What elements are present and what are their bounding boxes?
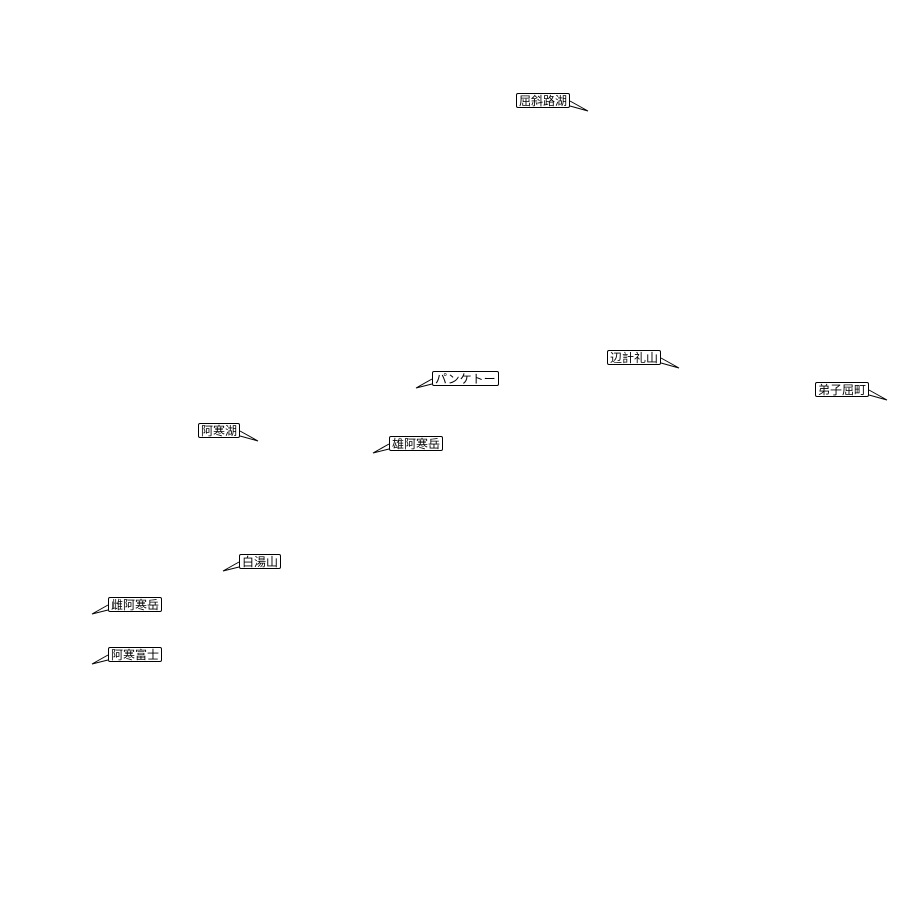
place-label-panketo[interactable]: パンケトー: [432, 371, 499, 386]
label-pointer-panketo: [415, 378, 433, 389]
place-label-shiroyu-yama[interactable]: 白湯山: [239, 554, 282, 569]
label-pointer-akan-fuji: [91, 654, 109, 665]
label-pointer-henkeshiri-yama: [660, 357, 680, 369]
label-pointer-oakan-dake: [372, 443, 390, 454]
place-label-teshikaga-cho[interactable]: 弟子屈町: [815, 382, 870, 397]
place-label-oakan-dake[interactable]: 雄阿寒岳: [389, 436, 444, 451]
place-label-meakan-dake[interactable]: 雌阿寒岳: [108, 597, 163, 612]
label-pointer-kussharo-ko: [569, 100, 589, 112]
label-pointer-shiroyu-yama: [222, 561, 240, 572]
label-pointer-meakan-dake: [91, 604, 109, 615]
label-pointer-akan-ko: [239, 430, 259, 442]
label-pointer-teshikaga-cho: [868, 389, 888, 401]
place-label-kussharo-ko[interactable]: 屈斜路湖: [516, 93, 571, 108]
place-label-akan-fuji[interactable]: 阿寒富士: [108, 647, 163, 662]
place-label-henkeshiri-yama[interactable]: 辺計礼山: [607, 350, 662, 365]
place-label-akan-ko[interactable]: 阿寒湖: [198, 423, 241, 438]
